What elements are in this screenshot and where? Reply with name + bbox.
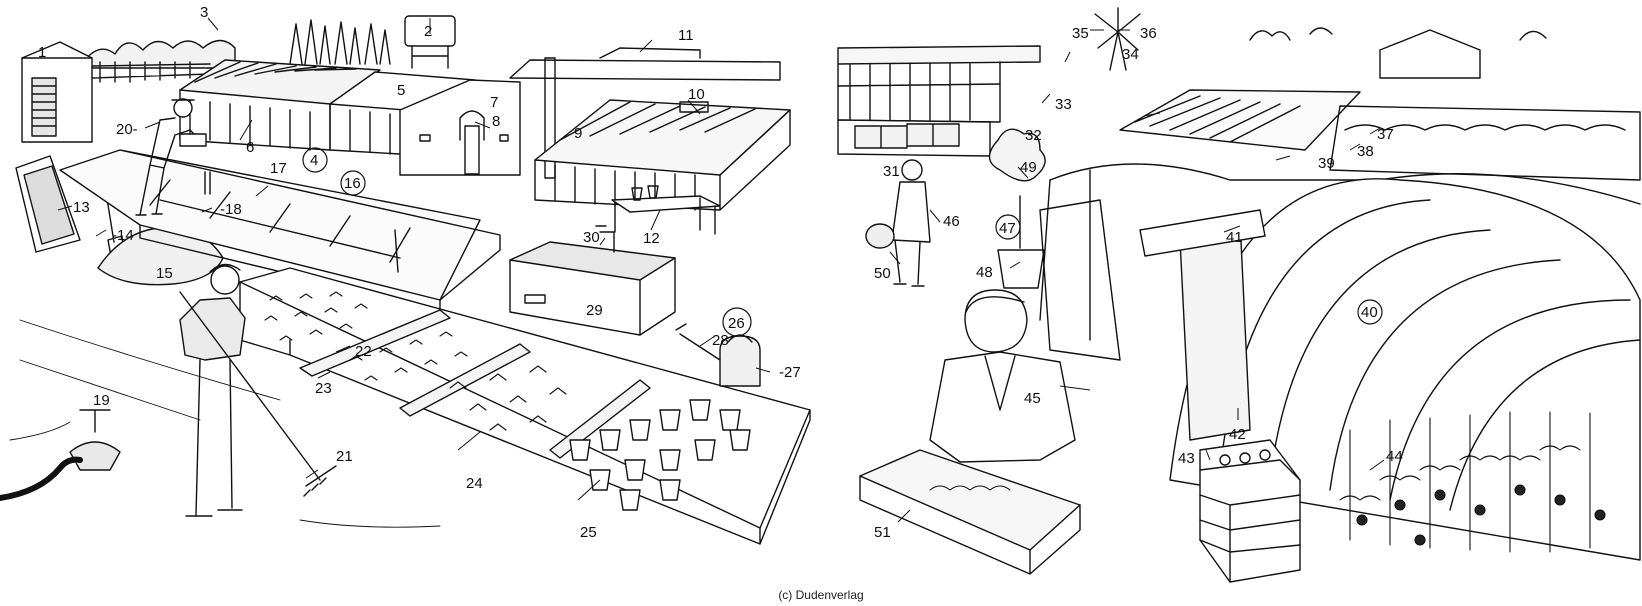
label-21: 21 xyxy=(336,448,353,465)
label-40: 40 xyxy=(1361,304,1378,321)
windmill xyxy=(1094,7,1141,71)
fence xyxy=(91,61,211,83)
tunnel-door xyxy=(1179,219,1251,441)
label-1: 1 xyxy=(38,44,46,61)
label-47: 47 xyxy=(999,220,1016,237)
label-17: 17 xyxy=(270,160,287,177)
label-25: 25 xyxy=(580,524,597,541)
label-28: 28 xyxy=(712,332,729,349)
label-10: 10 xyxy=(688,86,705,103)
label-29: 29 xyxy=(586,302,603,319)
label-27: -27 xyxy=(779,364,801,381)
glasshouse-9 xyxy=(534,99,791,211)
seed-tray xyxy=(859,449,1081,551)
label-18: -18 xyxy=(220,201,242,218)
tap xyxy=(595,225,615,253)
label-49: 49 xyxy=(1020,159,1037,176)
label-13: 13 xyxy=(73,199,90,216)
label-19: 19 xyxy=(93,392,110,409)
label-7: 7 xyxy=(490,94,498,111)
label-48: 48 xyxy=(976,264,993,281)
label-37: 37 xyxy=(1377,126,1394,143)
label-51: 51 xyxy=(874,524,891,541)
bales xyxy=(854,123,960,149)
rake xyxy=(179,291,337,497)
gardener-carrying xyxy=(135,98,207,216)
label-2: 2 xyxy=(424,23,432,40)
label-20: 20- xyxy=(116,121,138,138)
circled-markers xyxy=(302,147,1383,337)
label-35: 35 xyxy=(1072,25,1089,42)
copyright-notice: (c) Dudenverlag xyxy=(778,588,864,602)
label-15: 15 xyxy=(156,265,173,282)
tomato-plants xyxy=(1339,411,1606,553)
label-11: 11 xyxy=(678,27,694,44)
label-43: 43 xyxy=(1178,450,1195,467)
label-23: 23 xyxy=(315,380,332,397)
label-32: 32 xyxy=(1025,127,1042,144)
label-6: 6 xyxy=(246,139,254,156)
barn xyxy=(1379,29,1481,79)
right-scene xyxy=(837,7,1641,583)
boiler-house xyxy=(399,79,521,176)
garden-hose xyxy=(0,456,83,501)
label-44: 44 xyxy=(1386,448,1403,465)
label-39: 39 xyxy=(1318,155,1335,172)
sprinkler xyxy=(0,409,121,501)
label-22: 22 xyxy=(355,343,372,360)
number-labels: 1 2 3 4 5 6 7 8 9 10 11 12 13 -14 15 16 … xyxy=(38,4,1403,541)
label-3: 3 xyxy=(200,4,208,21)
glasshouse-6 xyxy=(179,59,381,151)
label-16: 16 xyxy=(344,175,361,192)
label-34: 34 xyxy=(1122,46,1139,63)
label-30: 30 xyxy=(583,229,600,246)
label-36: 36 xyxy=(1140,25,1157,42)
label-9: 9 xyxy=(574,125,582,142)
tree-line-left xyxy=(84,39,236,69)
label-12: 12 xyxy=(643,230,660,247)
label-4: 4 xyxy=(310,152,318,169)
label-45: 45 xyxy=(1024,390,1041,407)
board-22 xyxy=(299,309,451,377)
label-14: -14 xyxy=(112,227,134,244)
poplar-row xyxy=(289,19,391,65)
board-24 xyxy=(399,343,531,417)
man-with-tray xyxy=(859,289,1081,575)
glasshouse-11 xyxy=(509,47,781,81)
window-frame-13 xyxy=(15,155,81,253)
left-scene xyxy=(0,15,811,545)
board-25 xyxy=(549,379,651,459)
basket xyxy=(865,223,895,249)
label-24: 24 xyxy=(466,475,483,492)
watering-can xyxy=(675,323,761,387)
crate-stack xyxy=(1199,439,1301,583)
label-41: 41 xyxy=(1226,229,1243,246)
water-tank xyxy=(509,225,676,336)
label-31: 31 xyxy=(883,163,900,180)
woman-with-basket xyxy=(865,159,931,287)
label-38: 38 xyxy=(1357,143,1374,160)
trees-right xyxy=(1249,27,1547,41)
leader-lines xyxy=(57,17,1385,523)
potting-bench xyxy=(611,185,721,235)
label-5: 5 xyxy=(397,82,405,99)
label-26: 26 xyxy=(728,315,745,332)
label-33: 33 xyxy=(1055,96,1072,113)
ground-lines xyxy=(9,319,441,528)
label-50: 50 xyxy=(874,265,891,282)
roof-vent xyxy=(679,101,709,113)
potted-tree xyxy=(988,128,1046,289)
label-46: 46 xyxy=(943,213,960,230)
tool-shed xyxy=(21,41,93,143)
label-8: 8 xyxy=(492,113,500,130)
man-with-rake xyxy=(179,263,337,517)
vegetable-fields xyxy=(1119,89,1641,181)
label-42: 42 xyxy=(1229,426,1246,443)
seed-beds xyxy=(239,267,811,545)
